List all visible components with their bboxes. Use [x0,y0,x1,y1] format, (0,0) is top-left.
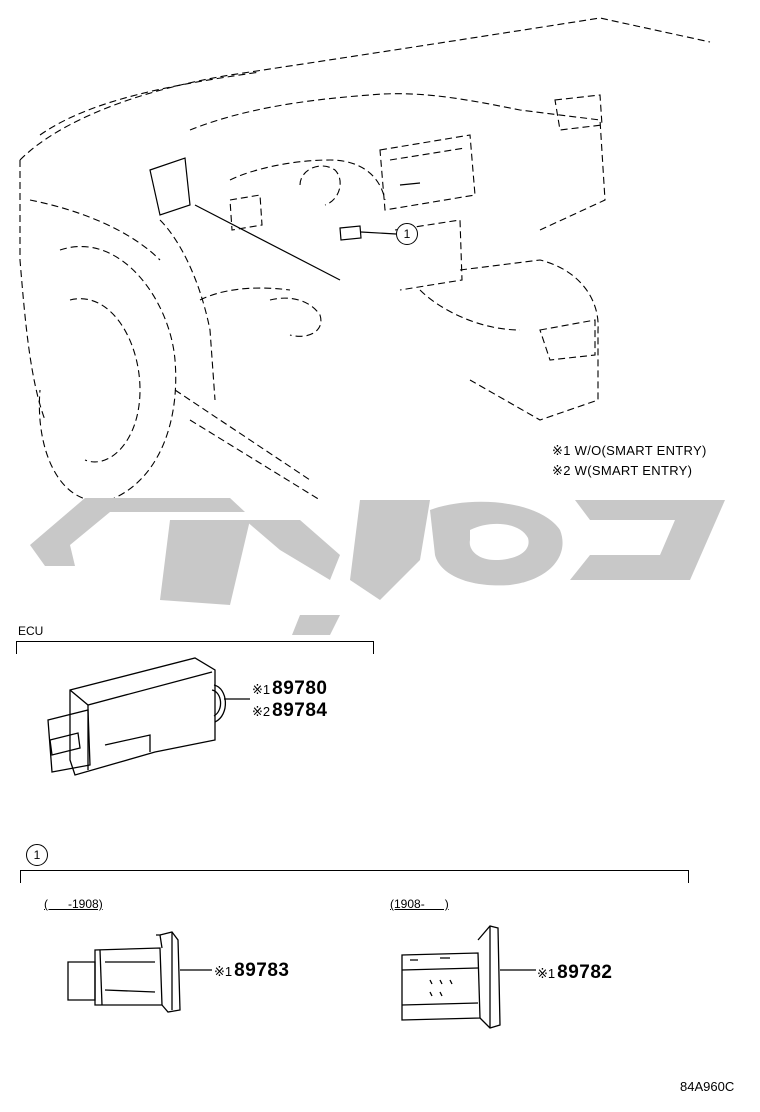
left-switch-part: ※1 89783 [214,960,289,982]
ecu-part-1: ※1 89780 [252,678,327,700]
callout-number-1-main: 1 [396,223,418,245]
left-switch-part-number: 89783 [234,960,290,981]
left-switch-part-mark: ※1 [214,964,233,979]
section1-bracket [20,870,689,883]
diagram-code: 84A960C [680,1079,735,1094]
note-2-mark: ※2 [552,463,571,478]
ecu-part-1-mark: ※1 [252,682,271,697]
ecu-section-title: ECU [18,624,44,638]
note-2-text: W(SMART ENTRY) [574,463,693,478]
right-switch-part-number: 89782 [557,962,613,983]
callout-number-1-section: 1 [26,844,48,866]
right-switch-part: ※1 89782 [537,962,612,984]
ecu-part-2-number: 89784 [272,700,328,721]
right-switch-part-mark: ※1 [537,966,556,981]
left-variant-range: ( -1908) [44,897,103,911]
note-1: ※1 W/O(SMART ENTRY) [552,443,707,459]
ecu-part-2: ※2 89784 [252,700,327,722]
note-1-text: W/O(SMART ENTRY) [574,443,707,458]
ecu-part-1-number: 89780 [272,678,328,699]
ecu-section-bracket [16,641,374,654]
note-1-mark: ※1 [552,443,571,458]
ecu-part-2-mark: ※2 [252,704,271,719]
right-variant-range: (1908- ) [390,897,449,911]
note-2: ※2 W(SMART ENTRY) [552,463,692,479]
